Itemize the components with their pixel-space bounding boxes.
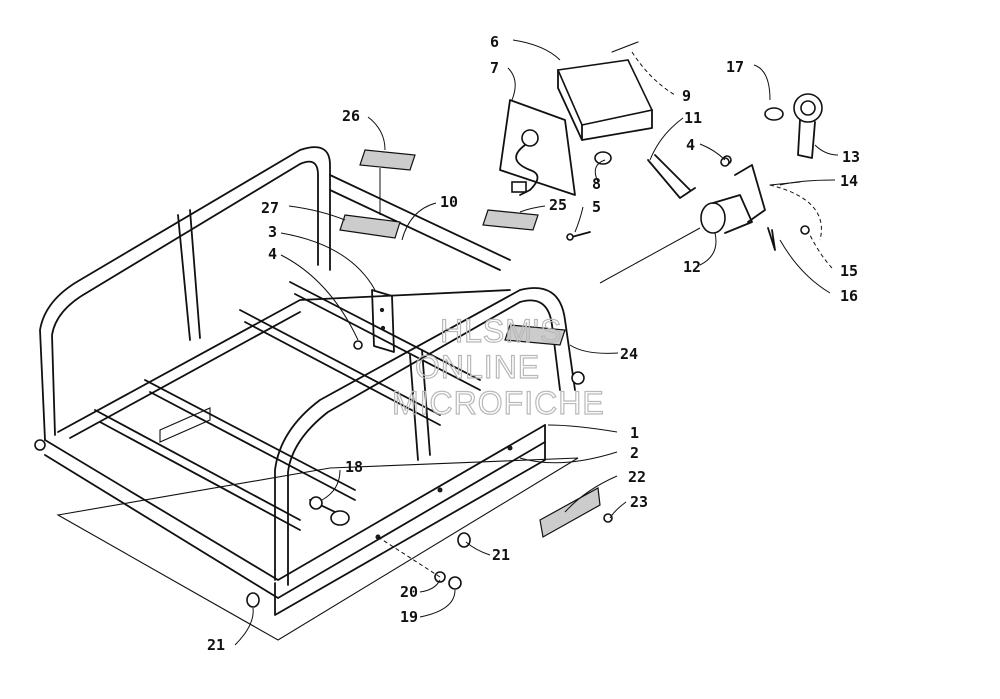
callout-1: 1 bbox=[630, 424, 639, 442]
rear-hoop bbox=[39, 146, 331, 441]
decal-25 bbox=[482, 209, 539, 231]
reflector-plate bbox=[539, 487, 601, 538]
callout-5: 5 bbox=[592, 198, 601, 216]
callout-11: 11 bbox=[684, 109, 702, 127]
callout-21-middle: 21 bbox=[492, 546, 510, 564]
floor-plate bbox=[56, 457, 579, 641]
callout-10: 10 bbox=[440, 193, 458, 211]
rack-frame bbox=[44, 281, 546, 616]
hitch-assembly bbox=[647, 93, 823, 251]
callout-6: 6 bbox=[490, 33, 499, 51]
cap-21b bbox=[246, 592, 260, 608]
nut-23 bbox=[603, 513, 613, 523]
nut-4b bbox=[720, 157, 730, 167]
callout-7: 7 bbox=[490, 59, 499, 77]
callout-4-right: 4 bbox=[686, 136, 695, 154]
callout-16: 16 bbox=[840, 287, 858, 305]
tail-light-assembly bbox=[499, 41, 654, 196]
callout-19: 19 bbox=[400, 608, 418, 626]
callout-27: 27 bbox=[261, 199, 279, 217]
callout-9: 9 bbox=[682, 87, 691, 105]
callout-22: 22 bbox=[628, 468, 646, 486]
callout-4-left: 4 bbox=[268, 245, 277, 263]
leader-lines bbox=[234, 39, 839, 646]
watermark: HLSM'S ONLINE MICROFICHE bbox=[391, 312, 605, 421]
callout-25: 25 bbox=[549, 196, 567, 214]
callout-15: 15 bbox=[840, 262, 858, 280]
center-bracket bbox=[371, 289, 395, 353]
callout-2: 2 bbox=[630, 444, 639, 462]
nut-19 bbox=[448, 576, 462, 590]
callout-17: 17 bbox=[726, 58, 744, 76]
decal-27 bbox=[339, 214, 401, 239]
callout-12: 12 bbox=[683, 258, 701, 276]
decal-26 bbox=[359, 149, 416, 171]
front-hoop bbox=[274, 287, 576, 581]
callout-8: 8 bbox=[592, 175, 601, 193]
watermark-line-2: ONLINE bbox=[415, 349, 540, 385]
callout-14: 14 bbox=[840, 172, 858, 190]
callout-20: 20 bbox=[400, 583, 418, 601]
callout-24: 24 bbox=[620, 345, 638, 363]
watermark-line-3: MICROFICHE bbox=[392, 385, 605, 421]
callout-labels: 6 7 9 17 11 4 13 14 26 8 10 25 5 27 3 4 … bbox=[207, 33, 860, 654]
callout-13: 13 bbox=[842, 148, 860, 166]
decal-24 bbox=[504, 324, 566, 346]
cap-21a bbox=[457, 532, 471, 548]
callout-23: 23 bbox=[630, 493, 648, 511]
nut-4a bbox=[353, 340, 363, 350]
callout-3: 3 bbox=[268, 223, 277, 241]
callout-18: 18 bbox=[345, 458, 363, 476]
watermark-line-1: HLSM'S bbox=[440, 313, 562, 349]
callout-26: 26 bbox=[342, 107, 360, 125]
callout-21-left: 21 bbox=[207, 636, 225, 654]
